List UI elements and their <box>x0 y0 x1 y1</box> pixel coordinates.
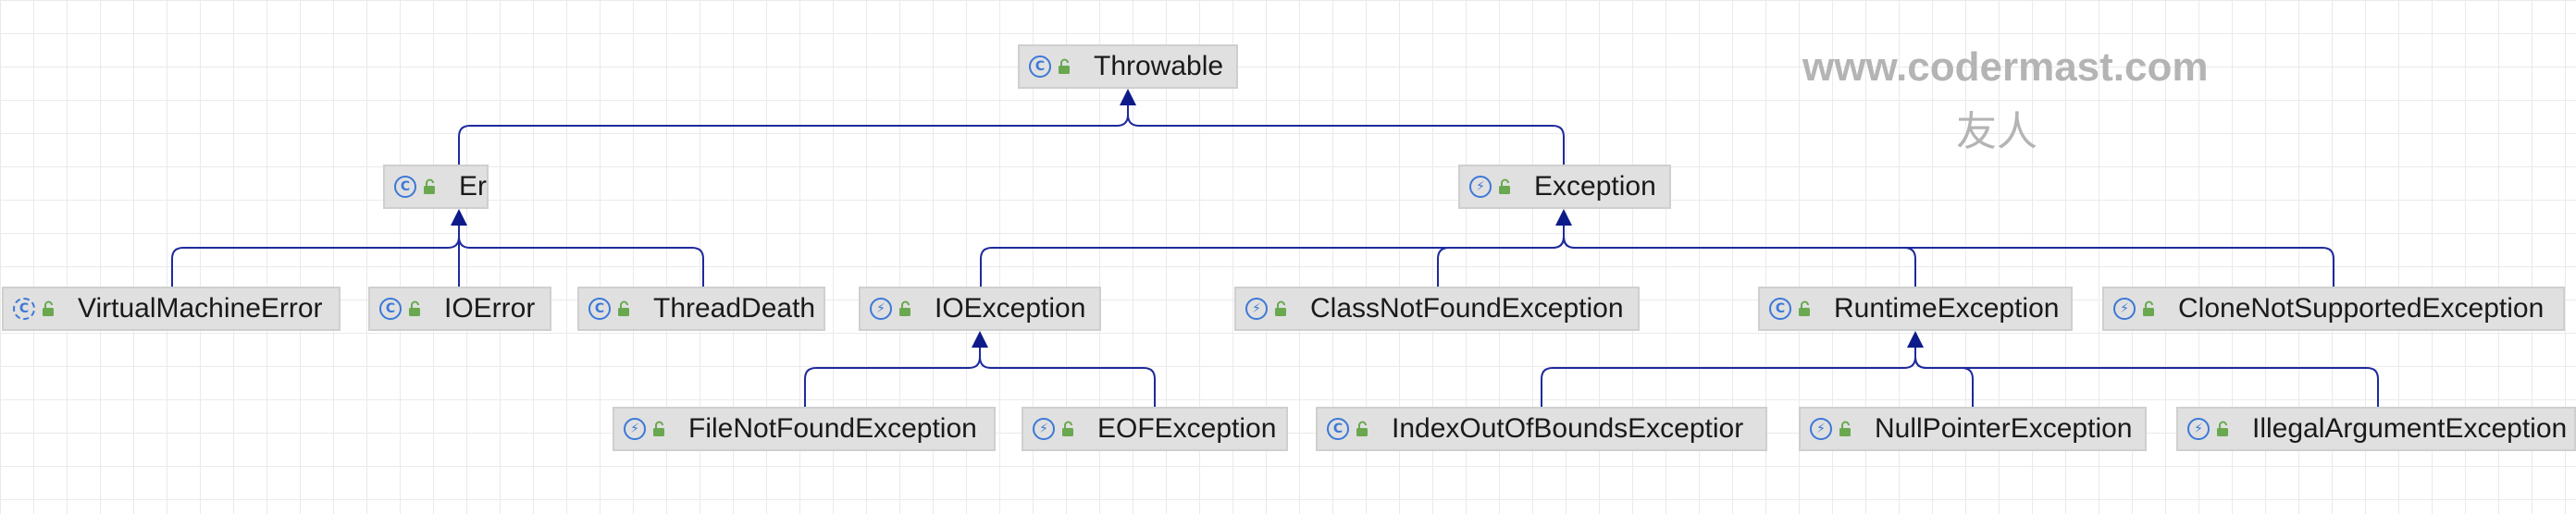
class-node-label: Throwable <box>1094 51 1224 81</box>
class-node-label: FileNotFoundException <box>688 413 977 444</box>
inheritance-edge-eof-to-ioexception <box>979 344 1156 407</box>
public-lock-icon <box>1839 421 1851 436</box>
inheritance-edge-error-to-throwable <box>458 102 1129 165</box>
public-lock-icon <box>899 300 910 316</box>
class-icon: C <box>588 298 611 320</box>
exception-class-icon: ⚡ <box>1033 418 1055 440</box>
class-node-label: ClassNotFoundException <box>1310 293 1624 324</box>
inheritance-edge-ioexception-to-exception <box>980 222 1565 287</box>
class-node-label: IndexOutOfBoundsExceptior <box>1392 413 1744 444</box>
class-node-threaddeath[interactable]: C ThreadDeath <box>577 287 825 331</box>
inheritance-arrowhead-exception <box>1555 209 1572 226</box>
class-node-ioerror[interactable]: C IOError <box>368 287 551 331</box>
public-lock-icon <box>1062 421 1073 436</box>
class-node-label: NullPointerException <box>1875 413 2133 444</box>
inheritance-edge-cnse-to-exception <box>1563 222 2334 287</box>
class-node-iae[interactable]: ⚡ IllegalArgumentException <box>2176 407 2576 451</box>
class-icon: C <box>379 298 402 320</box>
exception-class-icon: ⚡ <box>624 418 646 440</box>
inheritance-arrowhead-ioexception <box>972 331 988 348</box>
public-lock-icon <box>409 300 420 316</box>
public-lock-icon <box>1356 421 1368 436</box>
exception-class-icon: ⚡ <box>2187 418 2210 440</box>
class-node-error[interactable]: C Error <box>383 165 489 209</box>
public-lock-icon <box>424 178 435 194</box>
class-node-throwable[interactable]: C Throwable <box>1018 44 1238 89</box>
exception-class-icon: ⚡ <box>870 298 892 320</box>
exception-class-icon: ⚡ <box>1810 418 1832 440</box>
class-node-label: CloneNotSupportedException <box>2178 293 2545 324</box>
inheritance-edge-vme-to-error <box>171 222 460 287</box>
class-node-label: RuntimeException <box>1834 293 2060 324</box>
public-lock-icon <box>43 300 54 316</box>
exception-class-icon: ⚡ <box>1245 298 1268 320</box>
class-node-npe[interactable]: ⚡ NullPointerException <box>1799 407 2147 451</box>
exception-class-icon: ⚡ <box>1469 176 1492 198</box>
inheritance-edge-fnfe-to-ioexception <box>804 344 981 407</box>
inheritance-edge-runtime-to-exception <box>1563 222 1916 287</box>
watermark-url: www.codermast.com <box>1802 44 2209 90</box>
public-lock-icon <box>2143 300 2154 316</box>
class-node-eof[interactable]: ⚡ EOFException <box>1022 407 1288 451</box>
public-lock-icon <box>1275 300 1286 316</box>
inheritance-arrowhead-runtime <box>1907 331 1924 348</box>
public-lock-icon <box>653 421 664 436</box>
class-node-cnse[interactable]: ⚡ CloneNotSupportedException <box>2102 287 2565 331</box>
class-node-label: ThreadDeath <box>653 293 816 324</box>
class-node-label: IllegalArgumentException <box>2252 413 2568 444</box>
watermark-subtitle: 友人 <box>1956 109 2037 154</box>
public-lock-icon <box>1059 58 1070 74</box>
class-node-label: IOError <box>444 293 536 324</box>
inheritance-edge-iae-to-runtime <box>1914 344 2379 407</box>
public-lock-icon <box>1499 178 1510 194</box>
class-node-ioobe[interactable]: C IndexOutOfBoundsExceptior <box>1316 407 1767 451</box>
class-icon: C <box>1029 55 1051 78</box>
abstract-class-icon: C <box>13 298 35 320</box>
class-node-runtime[interactable]: C RuntimeException <box>1758 287 2073 331</box>
public-lock-icon <box>2217 421 2228 436</box>
inheritance-edge-exception-to-throwable <box>1127 102 1565 165</box>
class-node-fnfe[interactable]: ⚡ FileNotFoundException <box>613 407 996 451</box>
class-node-label: IOException <box>935 293 1086 324</box>
class-icon: C <box>394 176 416 198</box>
inheritance-edge-threaddeath-to-error <box>458 222 704 287</box>
public-lock-icon <box>618 300 629 316</box>
class-node-exception[interactable]: ⚡ Exception <box>1458 165 1671 209</box>
public-lock-icon <box>1799 300 1810 316</box>
inheritance-arrowhead-error <box>451 209 467 226</box>
class-node-cnfe[interactable]: ⚡ ClassNotFoundException <box>1234 287 1640 331</box>
class-node-label: EOFException <box>1097 413 1277 444</box>
exception-class-icon: ⚡ <box>2113 298 2136 320</box>
class-node-ioexception[interactable]: ⚡ IOException <box>859 287 1101 331</box>
class-icon: C <box>1769 298 1791 320</box>
inheritance-edge-cnfe-to-exception <box>1437 222 1565 287</box>
class-node-label: Error <box>459 171 487 202</box>
inheritance-edge-npe-to-runtime <box>1914 344 1974 407</box>
class-node-vme[interactable]: C VirtualMachineError <box>2 287 341 331</box>
class-node-label: VirtualMachineError <box>78 293 323 324</box>
class-node-label: Exception <box>1534 171 1656 202</box>
class-icon: C <box>1327 418 1349 440</box>
inheritance-arrowhead-throwable <box>1120 89 1136 105</box>
inheritance-edge-ioobe-to-runtime <box>1541 344 1916 407</box>
